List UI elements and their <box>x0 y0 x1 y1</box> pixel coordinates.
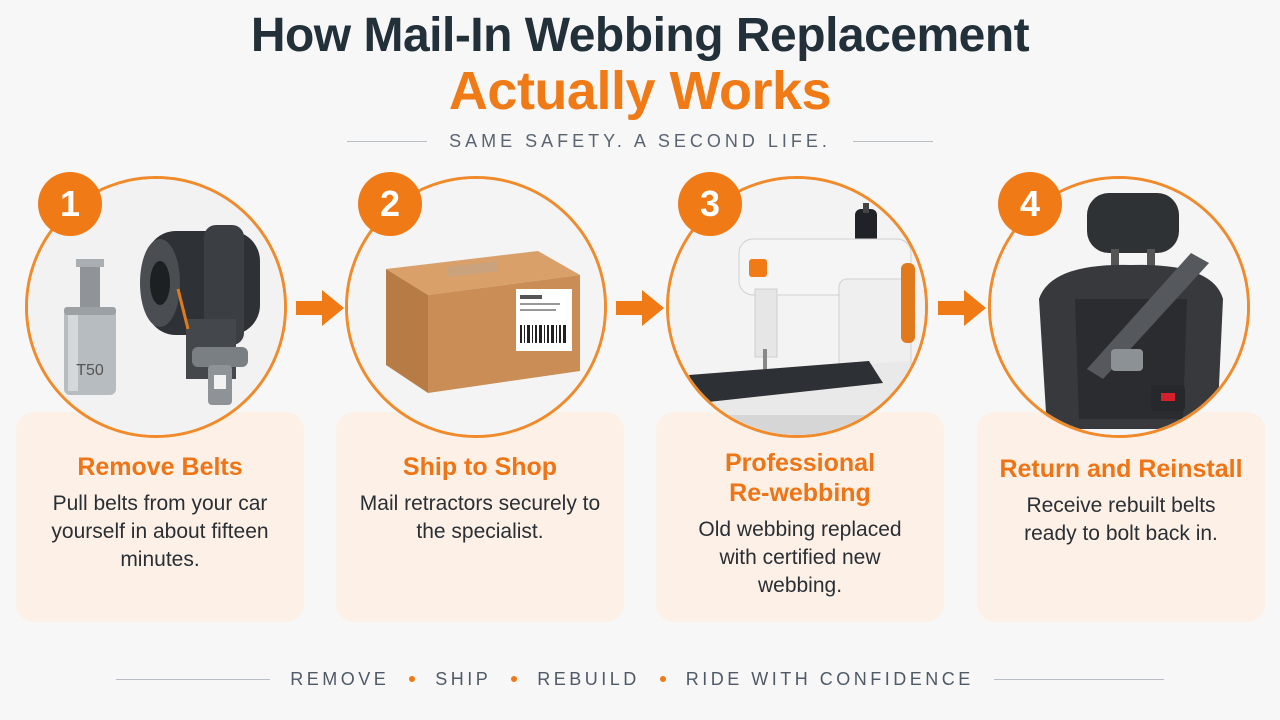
car-seat-icon <box>1039 193 1223 429</box>
footer-item-rebuild: REBUILD <box>537 668 640 689</box>
socket-label: T50 <box>76 362 104 379</box>
arrow-right-icon <box>938 290 986 326</box>
step-3-card: Professional Re-webbing Old webbing repl… <box>656 412 944 622</box>
shipping-box-icon <box>386 251 580 393</box>
step-4-description: Receive rebuilt belts ready to bolt back… <box>1024 494 1218 545</box>
step-2-title: Ship to Shop <box>402 453 558 481</box>
step-2-badge: 2 <box>358 172 422 236</box>
seatbelt-retractor-icon <box>140 225 260 405</box>
step-4-card: Return and Reinstall Receive rebuilt bel… <box>977 412 1265 622</box>
step-1-card: Remove Belts Pull belts from your car yo… <box>16 412 304 622</box>
footer-row: REMOVE SHIP REBUILD RIDE WITH CONFIDENCE <box>0 666 1280 692</box>
step-1-badge: 1 <box>38 172 102 236</box>
step-3-title: Professional Re-webbing <box>724 449 876 507</box>
step-1-description: Pull belts from your car yourself in abo… <box>51 492 269 571</box>
step-1-title: Remove Belts <box>77 453 243 481</box>
tagline: SAME SAFETY. A SECOND LIFE. <box>449 130 831 151</box>
footer-item-ship: SHIP <box>435 668 492 689</box>
tagline-rule-left <box>347 140 428 142</box>
footer-dot <box>511 676 518 682</box>
step-4-title: Return and Reinstall <box>999 455 1243 483</box>
torx-socket-icon: T50 <box>64 259 116 395</box>
step-2-description: Mail retractors securely to the speciali… <box>359 492 601 543</box>
page-title-line-1: How Mail-In Webbing Replacement <box>250 9 1030 62</box>
footer-dot <box>409 676 416 682</box>
step-3-description: Old webbing replaced with certified new … <box>698 518 902 597</box>
footer-item-remove: REMOVE <box>290 668 390 689</box>
footer-rule-left <box>116 678 271 680</box>
footer-dot <box>659 676 666 682</box>
step-4-badge: 4 <box>998 172 1062 236</box>
step-2-card: Ship to Shop Mail retractors securely to… <box>336 412 624 622</box>
footer-item-ride: RIDE WITH CONFIDENCE <box>685 668 974 689</box>
tagline-rule-right <box>852 140 933 142</box>
step-3-badge: 3 <box>678 172 742 236</box>
arrow-right-icon <box>616 290 664 326</box>
tagline-row: SAME SAFETY. A SECOND LIFE. <box>0 128 1280 154</box>
page-title-line-2: Actually Works <box>448 61 832 121</box>
footer-rule-right <box>993 678 1164 680</box>
arrow-right-icon <box>296 290 344 326</box>
